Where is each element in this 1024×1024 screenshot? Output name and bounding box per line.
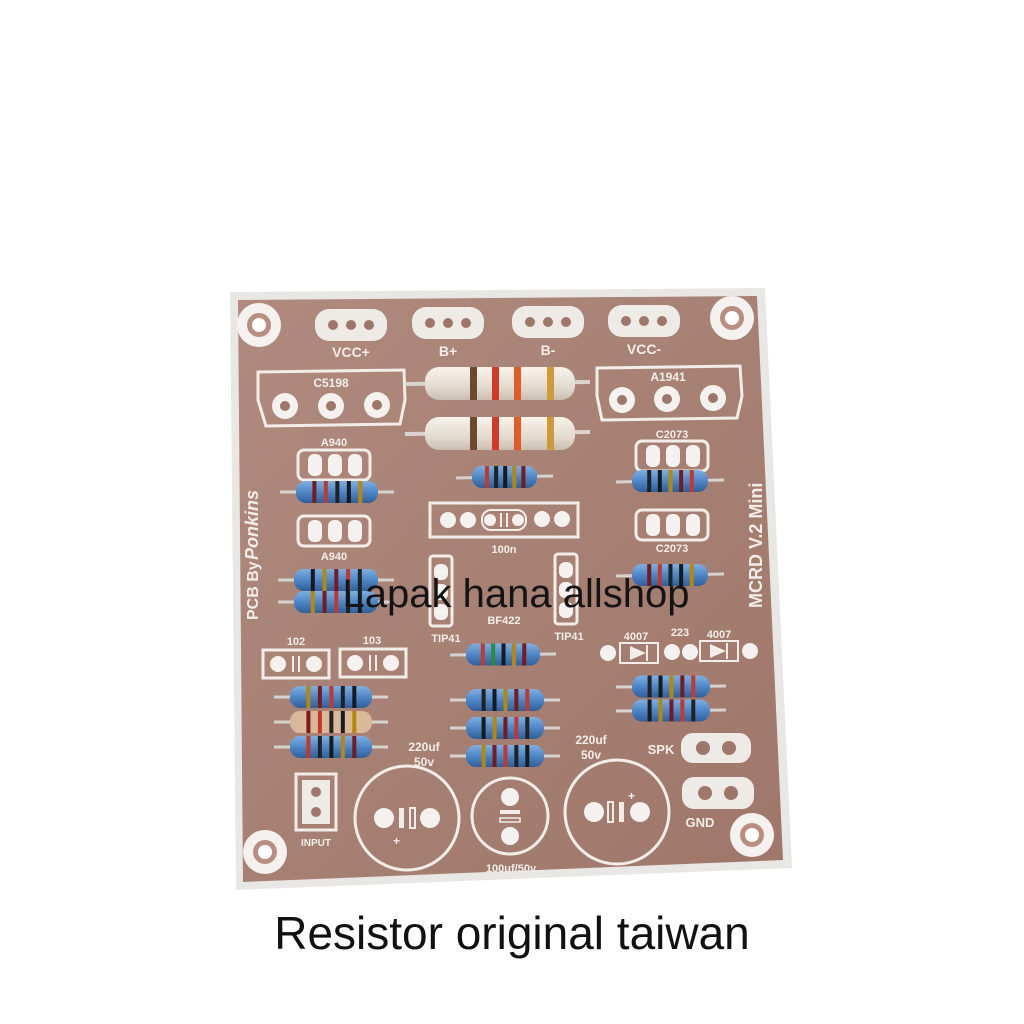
label-model: MCRD V.2 Mini	[746, 483, 766, 608]
label-vcc-minus: VCC-	[627, 341, 662, 357]
capacitor-footprint-220uf-right: +	[563, 758, 671, 866]
label-223: 223	[671, 627, 689, 639]
label-220uf-right: 220uf	[575, 733, 607, 747]
label-c2073-top: C2073	[656, 429, 688, 441]
power-resistor	[404, 417, 591, 450]
model-branding: MCRD V.2 Mini	[746, 483, 766, 608]
label-vcc-plus: VCC+	[332, 344, 370, 360]
caption-text: Resistor original taiwan	[274, 907, 750, 959]
resistor	[450, 689, 560, 711]
resistor	[278, 591, 394, 613]
power-header-pads	[315, 305, 680, 341]
resistor	[615, 564, 725, 586]
label-103: 103	[363, 635, 381, 647]
label-c2073-bottom: C2073	[656, 543, 688, 555]
transistor-footprint-tip41-left	[428, 554, 454, 628]
watermark-text: Lapak hana allshop	[342, 572, 690, 616]
transistor-footprint-a940-bottom	[296, 514, 372, 548]
label-220uf-left: 220uf	[408, 740, 440, 754]
transistor-footprint-a940-top	[296, 448, 372, 482]
capacitor-footprint-102	[261, 648, 331, 680]
input-terminal	[294, 772, 338, 832]
label-input: INPUT	[301, 838, 331, 849]
label-maker: Ponkins	[242, 490, 262, 560]
label-pcb-by: PCB By	[245, 561, 262, 620]
speaker-terminal	[681, 733, 751, 763]
label-spk: SPK	[648, 742, 675, 757]
transistor-footprint-tip41-right	[553, 552, 579, 626]
capacitor-footprint-220uf-left: +	[353, 764, 461, 872]
label-102: 102	[287, 636, 305, 648]
resistor	[450, 745, 560, 767]
capacitor-footprint-100uf	[470, 776, 550, 856]
resistor	[615, 699, 727, 722]
label-100uf-50v: 100uf/50v	[486, 863, 537, 875]
label-c5198: C5198	[313, 376, 349, 390]
label-50v-left: 50v	[414, 755, 434, 769]
resistor	[455, 466, 554, 488]
diode-and-capacitor-row	[600, 640, 758, 664]
label-4007-left: 4007	[624, 631, 648, 643]
transistor-footprint-c5198	[256, 368, 407, 428]
label-b-minus: B-	[541, 342, 556, 358]
pcb-by-branding: PCB By Ponkins	[242, 490, 262, 620]
resistor	[278, 569, 394, 591]
mounting-holes	[237, 296, 774, 874]
label-bf422: BF422	[487, 615, 520, 627]
resistor	[615, 470, 725, 492]
transistor-footprint-a1941	[595, 364, 744, 422]
label-a1941: A1941	[650, 370, 686, 384]
label-b-plus: B+	[439, 343, 457, 359]
label-a940-bottom: A940	[321, 551, 347, 563]
svg-text:+: +	[628, 789, 635, 803]
ground-terminal	[682, 777, 754, 809]
resistor	[615, 675, 727, 698]
label-tip41-right: TIP41	[554, 631, 583, 643]
resistor	[449, 643, 557, 666]
label-100n: 100n	[491, 544, 516, 556]
capacitor-footprint-100n	[428, 501, 580, 539]
label-50v-right: 50v	[581, 748, 601, 762]
resistor-group	[274, 466, 727, 767]
resistor	[274, 711, 388, 733]
resistor	[450, 717, 560, 739]
svg-text:+: +	[393, 834, 400, 848]
label-a940-top: A940	[321, 437, 347, 449]
label-4007-right: 4007	[707, 629, 731, 641]
label-gnd: GND	[686, 815, 715, 830]
transistor-footprint-c2073-bottom	[634, 508, 710, 542]
resistor	[274, 736, 388, 758]
power-resistor	[404, 367, 591, 400]
resistor	[280, 481, 394, 503]
capacitor-footprint-103	[338, 647, 408, 679]
label-tip41-left: TIP41	[431, 633, 460, 645]
resistor	[274, 686, 388, 708]
transistor-footprint-c2073-top	[634, 439, 710, 473]
